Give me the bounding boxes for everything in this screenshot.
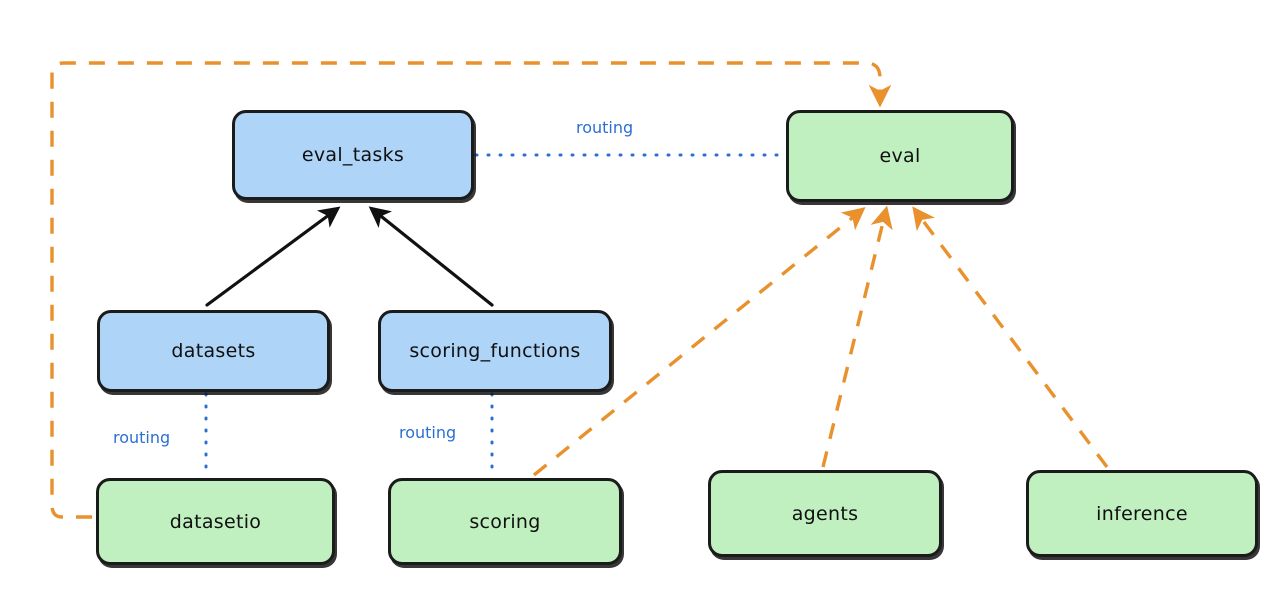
node-label-scoring: scoring — [469, 510, 541, 533]
node-datasets[interactable]: datasets — [97, 310, 330, 392]
node-label-scoring-functions: scoring_functions — [409, 340, 581, 362]
edge-datasets-to-eval-tasks — [205, 206, 341, 307]
node-label-eval: eval — [879, 145, 921, 167]
node-label-agents: agents — [791, 502, 859, 525]
edge-inference-to-eval — [912, 206, 1109, 469]
node-scoring[interactable]: scoring — [388, 478, 622, 565]
node-inference[interactable]: inference — [1026, 470, 1258, 557]
edge-scoring-to-eval — [532, 207, 866, 477]
edge-scoring-functions-to-eval-tasks — [368, 206, 494, 307]
node-datasetio[interactable]: datasetio — [96, 478, 335, 565]
edge-label-routing-datasetio: routing — [113, 428, 171, 447]
node-eval[interactable]: eval — [786, 110, 1014, 202]
edge-label-routing-scoring: routing — [399, 423, 457, 442]
node-label-eval-tasks: eval_tasks — [301, 144, 405, 166]
node-label-datasetio: datasetio — [169, 510, 262, 533]
node-label-datasets: datasets — [171, 340, 256, 362]
edge-agents-to-eval — [821, 205, 893, 468]
node-label-inference: inference — [1096, 502, 1188, 525]
edge-datasetio-to-eval — [50, 61, 892, 519]
edge-label-routing-eval: routing — [576, 118, 634, 137]
node-agents[interactable]: agents — [708, 470, 942, 557]
node-scoring-functions[interactable]: scoring_functions — [378, 310, 612, 392]
node-eval-tasks[interactable]: eval_tasks — [232, 110, 474, 200]
